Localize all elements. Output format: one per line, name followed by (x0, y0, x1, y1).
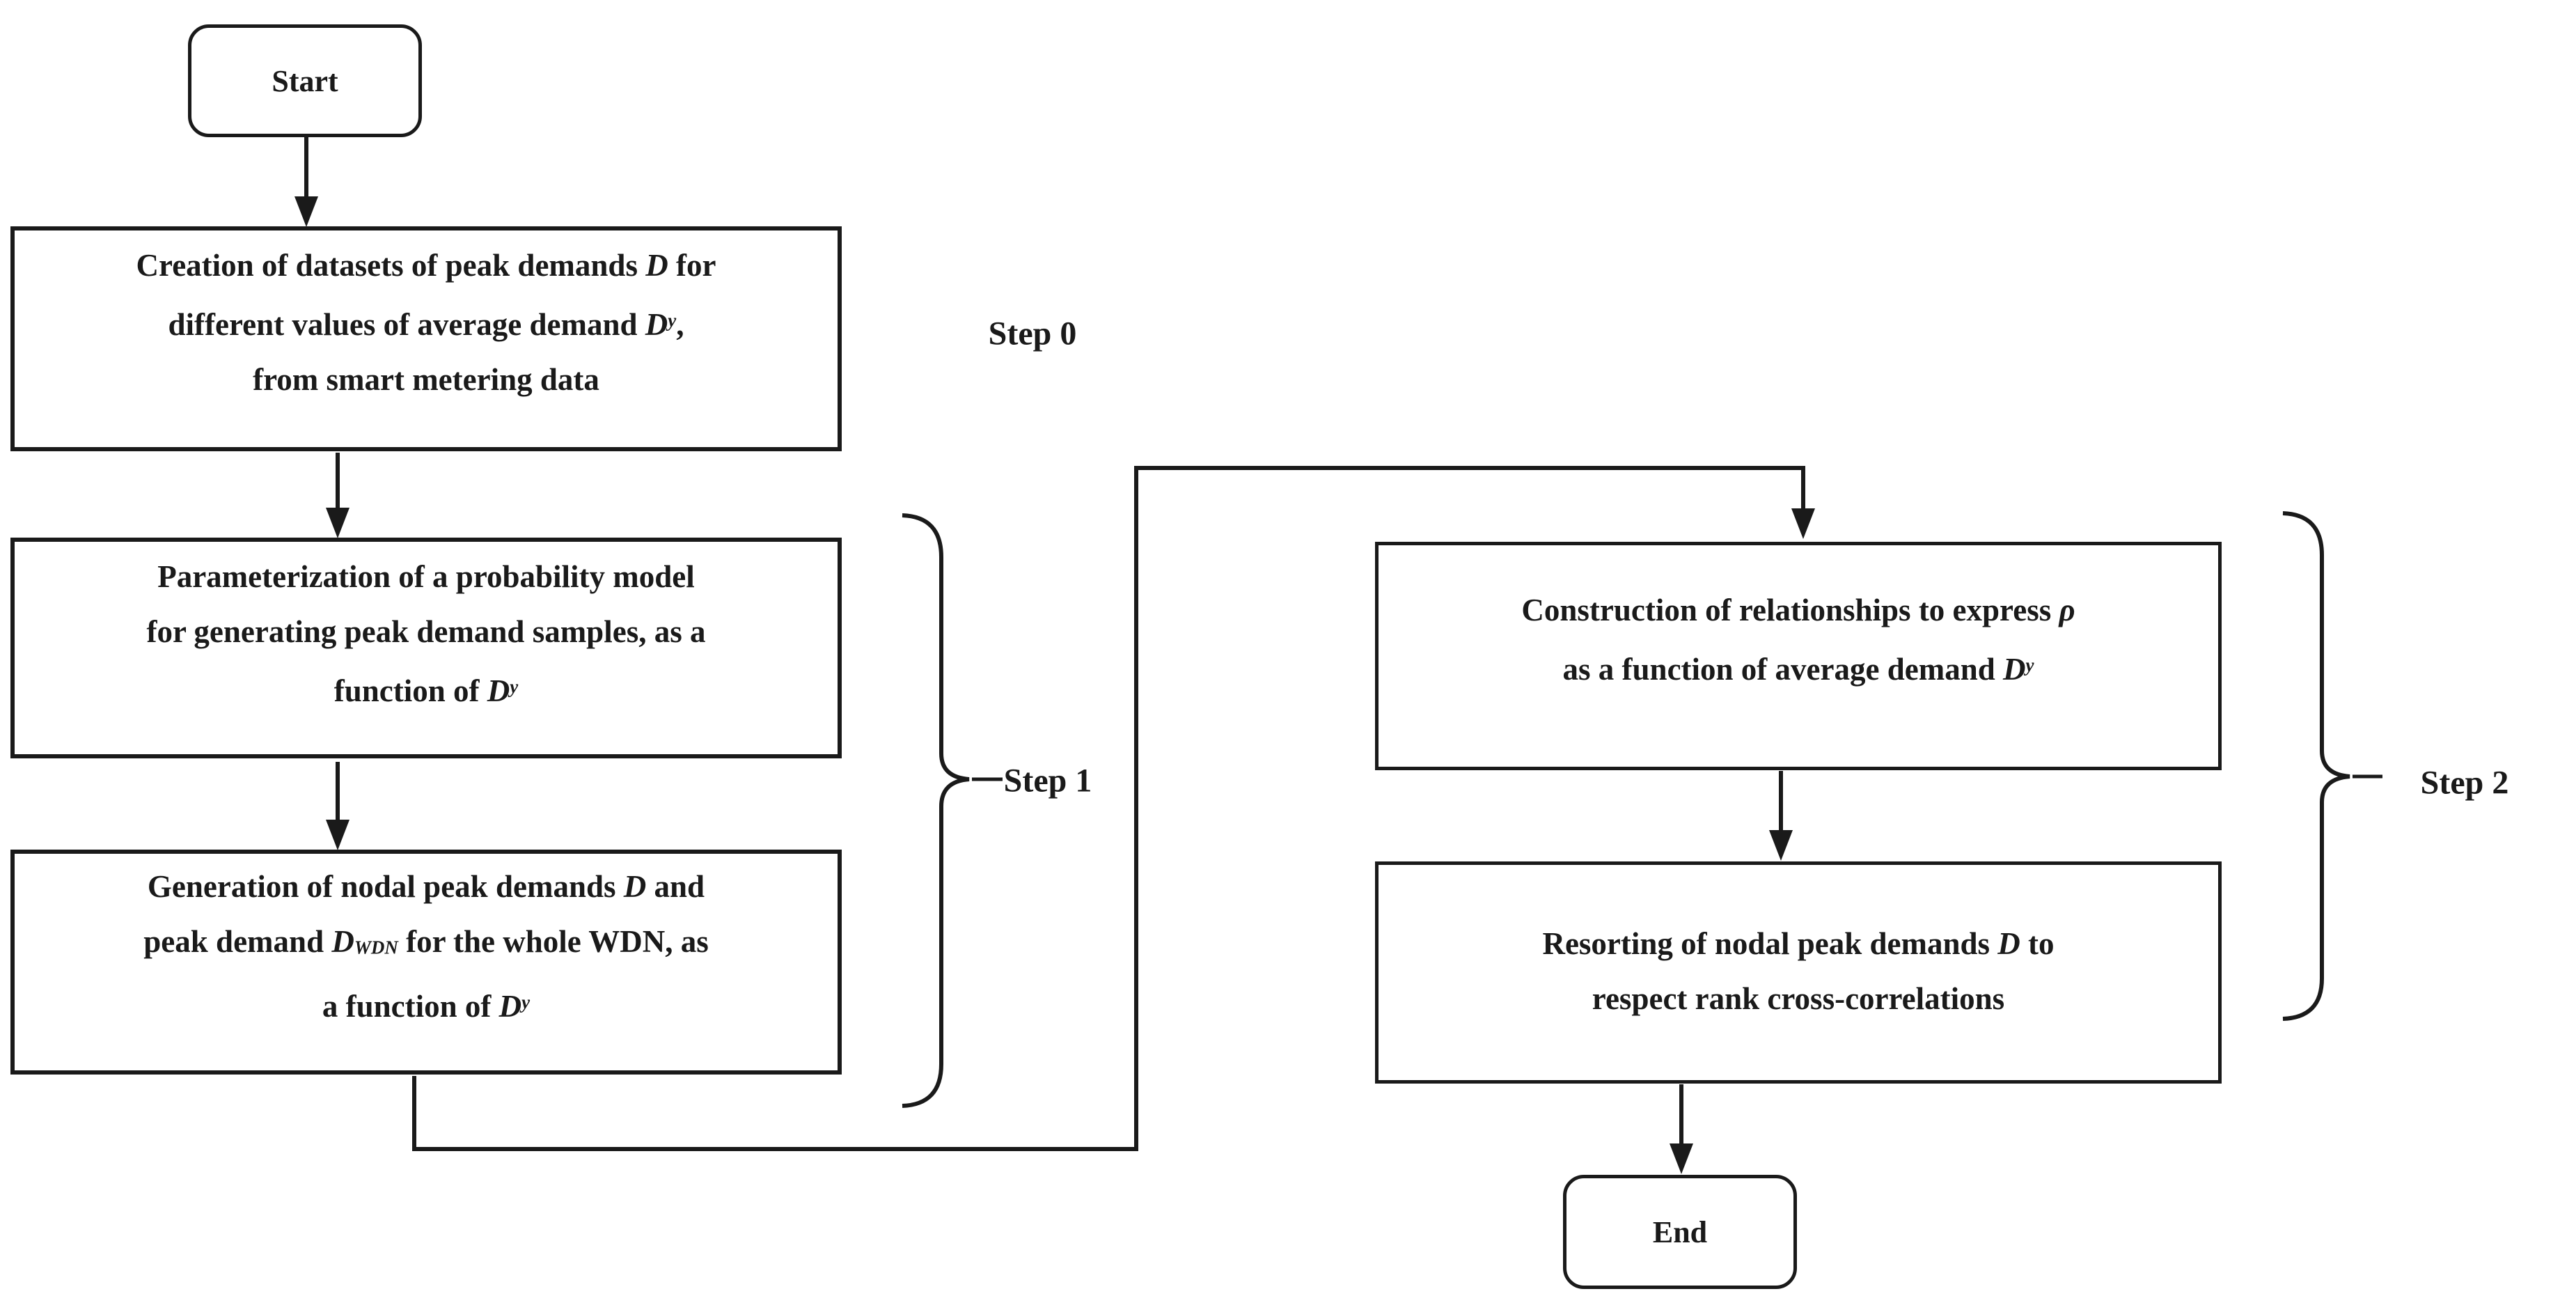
text-line: Creation of datasets of peak demands D f… (136, 247, 716, 283)
text-line: function of Dy (333, 673, 519, 709)
text-line: respect rank cross-correlations (1592, 981, 2005, 1016)
step2-brace (2282, 511, 2350, 1021)
text-line: for generating peak demand samples, as a (146, 614, 706, 649)
text-line: Generation of nodal peak demands D and (147, 868, 705, 904)
resorting-node: Resorting of nodal peak demands D to resp… (1375, 861, 2222, 1084)
text-line: peak demand DWDN for the whole WDN, as (143, 923, 709, 959)
arrowhead-parameterization-to-generation (326, 820, 350, 850)
end-node: End (1563, 1175, 1797, 1289)
step1-brace (902, 513, 970, 1108)
arrowhead-creation-to-parameterization (326, 508, 350, 538)
text-line: Construction of relationships to express… (1521, 592, 2075, 627)
generation-node: Generation of nodal peak demands D and pe… (10, 850, 842, 1075)
step2-label: Step 2 (2420, 764, 2509, 802)
text-line: a function of Dy (322, 989, 531, 1024)
step0-label: Step 0 (988, 315, 1077, 352)
start-label: Start (272, 63, 338, 98)
construction-node: Construction of relationships to express… (1375, 542, 2222, 770)
arrowhead-construction-to-resorting (1769, 830, 1793, 861)
arrowhead-connector-to-construction (1791, 508, 1815, 539)
text-line: Parameterization of a probability model (157, 559, 695, 594)
start-node: Start (188, 24, 422, 137)
text-line: Resorting of nodal peak demands D to (1542, 926, 2055, 961)
end-label: End (1652, 1215, 1708, 1249)
step1-label: Step 1 (1003, 762, 1092, 799)
parameterization-node: Parameterization of a probability model f… (10, 538, 842, 758)
creation-node: Creation of datasets of peak demands D f… (10, 226, 842, 451)
arrowhead-resorting-to-end (1670, 1143, 1693, 1174)
text-line: as a function of average demand Dy (1562, 652, 2034, 687)
arrowhead-start-to-creation (294, 196, 318, 227)
text-line: different values of average demand Dy, (168, 307, 684, 343)
text-line: from smart metering data (253, 362, 599, 398)
